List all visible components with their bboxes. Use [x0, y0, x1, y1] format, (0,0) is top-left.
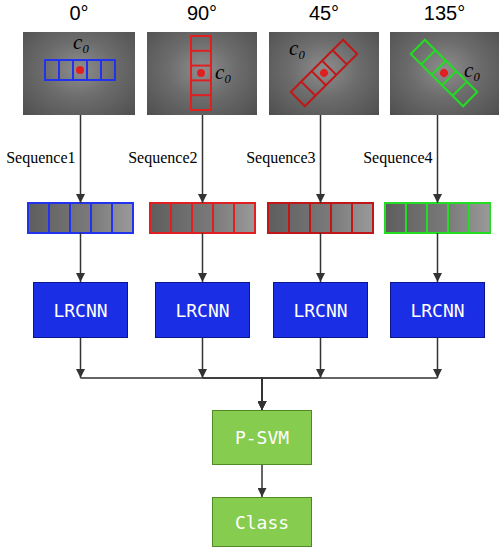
connector-line	[80, 233, 82, 282]
connector	[262, 338, 321, 410]
connector-line	[81, 378, 263, 410]
window-cell	[58, 60, 60, 80]
window-cell	[421, 50, 435, 64]
network-box: LRCNN	[155, 282, 250, 338]
angle-label: 90°	[127, 2, 277, 25]
window-cell	[191, 50, 211, 52]
sequence-label: Sequence3	[246, 149, 315, 167]
classifier-box: P-SVM	[212, 410, 312, 465]
strip-frame	[150, 203, 255, 233]
strip-cells	[49, 203, 112, 233]
strip-frame	[385, 203, 490, 233]
image-patch: 135°c₀	[390, 32, 499, 115]
connector-line	[320, 115, 322, 203]
connector-line	[261, 465, 263, 497]
window-cell	[312, 71, 326, 85]
sequence-strip	[385, 203, 490, 233]
window-90deg	[191, 36, 211, 110]
connector	[81, 338, 263, 410]
window-frame	[411, 40, 477, 106]
box-label: P-SVM	[235, 427, 289, 448]
connector	[262, 338, 438, 410]
connector-line	[203, 378, 263, 410]
classifier-box: Class	[212, 497, 312, 547]
connector-line	[202, 233, 204, 282]
sequence-label: Sequence2	[128, 149, 197, 167]
connector-line	[320, 233, 322, 282]
window-135deg	[411, 40, 477, 106]
center-label: c₀	[215, 62, 232, 83]
center-dot	[438, 67, 449, 78]
window-cell	[432, 61, 446, 75]
strip-frame	[28, 203, 133, 233]
connector-line	[262, 378, 321, 410]
connector-line	[262, 378, 438, 410]
window-frame	[291, 40, 357, 106]
connector-line	[80, 338, 82, 378]
image-patch: 45°c₀	[269, 32, 379, 115]
window-cell	[86, 60, 88, 80]
window-cell	[191, 79, 211, 81]
connector	[203, 338, 263, 410]
connector	[262, 465, 263, 497]
center-label: c₀	[289, 38, 306, 59]
strip-cells	[406, 203, 469, 233]
image-patch: 0°c₀	[23, 32, 135, 115]
connector	[320, 115, 321, 282]
window-cell	[442, 71, 456, 85]
strip-frame	[268, 203, 373, 233]
window-cell	[72, 60, 74, 80]
window-cell	[333, 50, 347, 64]
strip-cells	[289, 203, 352, 233]
network-box: LRCNN	[33, 282, 128, 338]
window-cell	[191, 65, 211, 67]
window-frame	[45, 60, 115, 80]
connector	[80, 115, 81, 282]
box-label: LRCNN	[293, 300, 347, 321]
connector-line	[202, 115, 204, 203]
network-box: LRCNN	[390, 282, 485, 338]
connector-line	[437, 233, 439, 282]
connector-line	[320, 338, 322, 378]
center-dot	[197, 69, 205, 77]
angle-label: 45°	[249, 2, 399, 25]
connector-line	[437, 115, 439, 203]
sequence-strip	[28, 203, 133, 233]
center-dot	[76, 66, 84, 74]
window-cell	[301, 82, 315, 96]
center-dot	[318, 67, 329, 78]
window-cell	[453, 82, 467, 96]
window-45deg	[291, 40, 357, 106]
box-label: LRCNN	[410, 300, 464, 321]
box-label: LRCNN	[53, 300, 107, 321]
window-cell	[191, 94, 211, 96]
connector	[437, 115, 438, 282]
center-label: c₀	[464, 60, 481, 81]
connector-line	[80, 115, 82, 203]
window-cell	[322, 61, 336, 75]
sequence-label: Sequence4	[363, 149, 432, 167]
connector	[202, 115, 203, 282]
sequence-label: Sequence1	[6, 149, 75, 167]
window-0deg	[45, 60, 115, 80]
network-box: LRCNN	[273, 282, 368, 338]
connector-line	[202, 338, 204, 378]
image-patch: 90°c₀	[147, 32, 257, 115]
sequence-strip	[268, 203, 373, 233]
strip-cells	[171, 203, 234, 233]
box-label: Class	[235, 512, 289, 533]
angle-label: 135°	[370, 2, 500, 25]
box-label: LRCNN	[175, 300, 229, 321]
window-cell	[100, 60, 102, 80]
connector-line	[437, 338, 439, 378]
center-label: c₀	[73, 32, 90, 53]
window-frame	[191, 36, 211, 110]
sequence-strip	[150, 203, 255, 233]
angle-label: 0°	[3, 2, 155, 25]
